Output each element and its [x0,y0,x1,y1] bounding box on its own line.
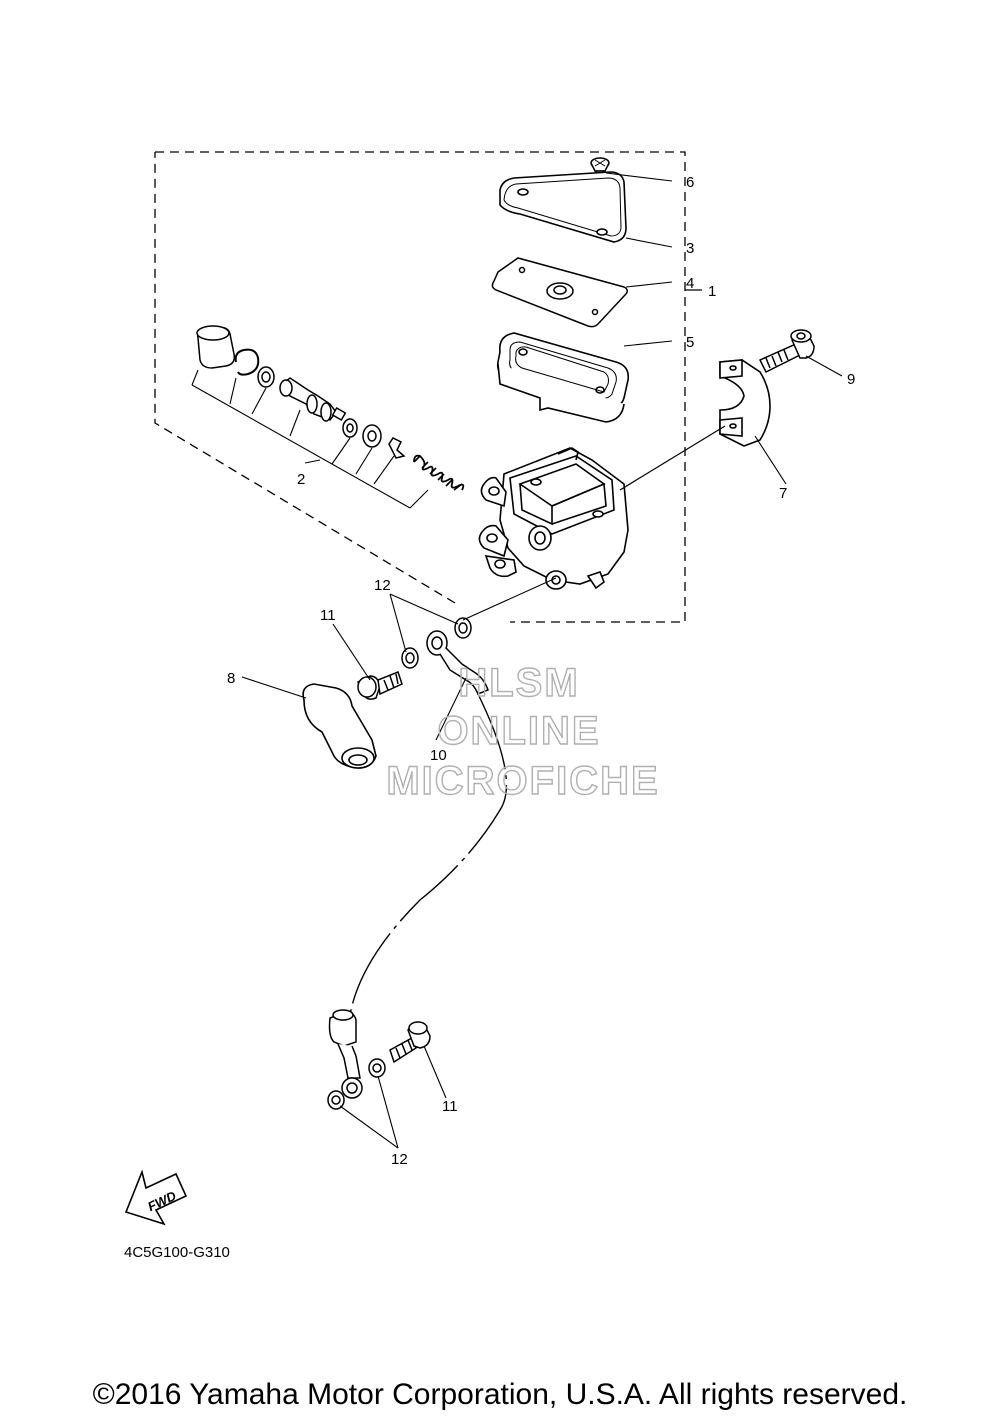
callout-1: 1 [708,283,716,300]
assembly-boundary [154,151,686,623]
callout-12-upper: 12 [374,577,391,594]
callout-4: 4 [686,275,694,292]
callout-11-lower: 11 [442,1098,458,1115]
callout-8: 8 [227,670,235,687]
callout-5: 5 [686,334,694,351]
diaphragm-plate-part [491,257,628,328]
callout-11-upper: 11 [320,607,336,624]
callout-9: 9 [847,371,855,388]
leader-lines-item-2 [191,369,429,509]
callout-7: 7 [779,485,787,502]
hose-cover-part [302,683,377,769]
master-cylinder-holder-part [719,359,771,447]
callout-3: 3 [686,240,694,257]
lower-fittings [327,1009,431,1110]
reservoir-cap-part [499,171,627,243]
watermark-line-3: MICROFICHE [386,759,659,803]
callout-12-lower: 12 [391,1151,408,1168]
callout-6: 6 [686,174,694,191]
fwd-arrow-icon: FWD [124,1169,188,1226]
callout-10: 10 [430,747,447,764]
upper-fittings [357,617,489,700]
watermark: HLSM ONLINE MICROFICHE [386,660,659,803]
diaphragm-part [496,332,630,423]
callout-2: 2 [297,471,305,488]
callout-labels: 1 2 3 4 5 6 7 8 9 10 11 11 12 12 [227,174,855,1168]
copyright-notice: ©2016 Yamaha Motor Corporation, U.S.A. A… [92,1378,908,1411]
hose-line [349,693,508,1016]
diagram-code: 4C5G100-G310 [124,1244,230,1261]
holder-bolt-part [758,329,815,374]
watermark-line-2: ONLINE [437,709,600,753]
watermark-line-1: HLSM [458,661,579,705]
piston-kit-part [196,325,465,491]
leader-lines [241,172,843,1149]
master-cylinder-body [478,447,629,590]
